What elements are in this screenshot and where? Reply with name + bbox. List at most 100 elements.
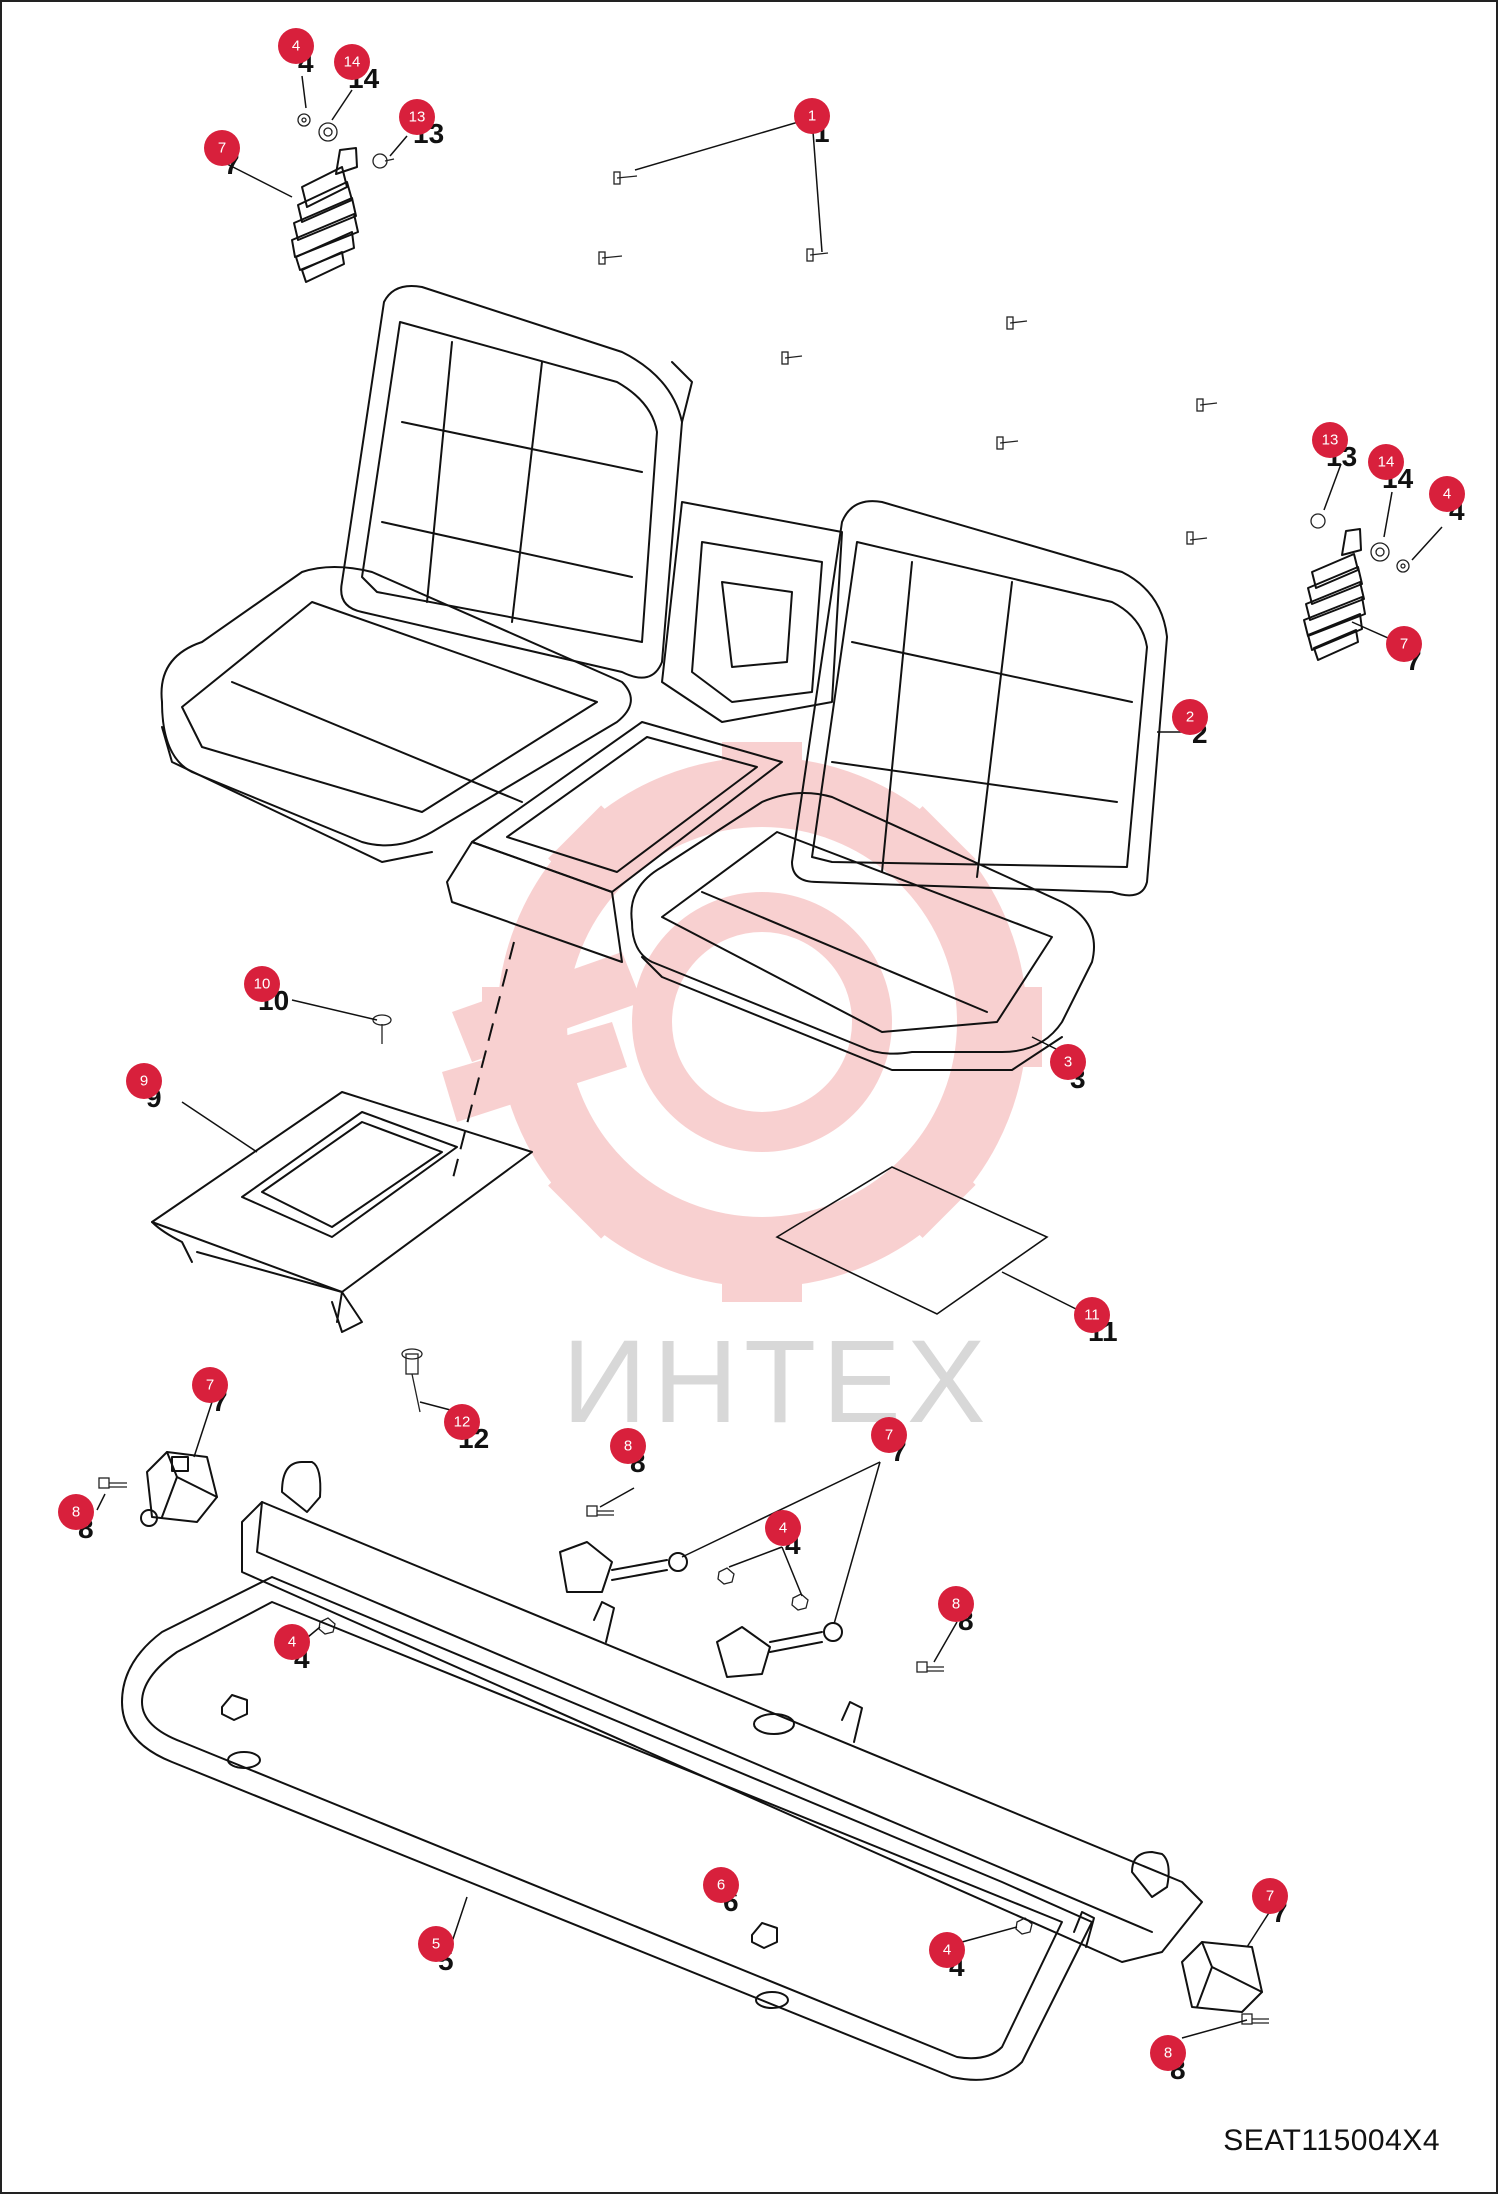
callout-c4-right: 44 bbox=[1429, 476, 1465, 526]
callout-marker bbox=[334, 44, 370, 80]
watermark-text: ИНТЕХ bbox=[562, 1316, 992, 1448]
callout-number: 14 bbox=[344, 54, 361, 71]
callout-c4-mid: 44 bbox=[765, 1510, 801, 1560]
callout-marker bbox=[871, 1417, 907, 1453]
storage-bin-item-9 bbox=[151, 1091, 533, 1333]
seat-frame-item-5 bbox=[121, 1461, 1203, 2081]
callout-number: 8 bbox=[624, 1438, 632, 1455]
drawing-code: SEAT115004X4 bbox=[1223, 2124, 1440, 2157]
callout-number: 4 bbox=[779, 1520, 787, 1537]
callout-number: 7 bbox=[206, 1377, 214, 1394]
seat-back-left bbox=[340, 285, 693, 679]
callout-marker bbox=[204, 130, 240, 166]
callout-marker bbox=[794, 98, 830, 134]
callout-marker bbox=[1312, 422, 1348, 458]
callout-marker bbox=[1050, 1044, 1086, 1080]
callout-marker bbox=[274, 1624, 310, 1660]
watermark-logo bbox=[442, 742, 1042, 1302]
callout-number: 4 bbox=[288, 1634, 296, 1651]
label-item-11 bbox=[775, 1166, 1049, 1315]
callout-number: 14 bbox=[1378, 454, 1395, 471]
callout-marker bbox=[1074, 1297, 1110, 1333]
callout-c5: 55 bbox=[418, 1926, 454, 1976]
callout-c3: 33 bbox=[1050, 1044, 1086, 1094]
callout-marker bbox=[1252, 1878, 1288, 1914]
screw-set-item-1 bbox=[598, 171, 1218, 545]
callout-c7-left: 77 bbox=[192, 1367, 228, 1417]
callout-c8-left: 88 bbox=[58, 1494, 94, 1544]
seat-cushion-left bbox=[160, 566, 632, 863]
callout-marker bbox=[703, 1867, 739, 1903]
callout-marker bbox=[58, 1494, 94, 1530]
callout-number: 5 bbox=[432, 1936, 440, 1953]
callout-number: 7 bbox=[885, 1427, 893, 1444]
belt-buckle-bottom-right bbox=[1181, 1941, 1263, 2013]
callout-number: 6 bbox=[717, 1877, 725, 1894]
callout-marker bbox=[1150, 2035, 1186, 2071]
center-console bbox=[661, 501, 843, 723]
callout-c7-right: 77 bbox=[1386, 626, 1422, 676]
seat-cushion-center bbox=[446, 721, 783, 963]
callout-c7-mid: 77 bbox=[871, 1417, 907, 1467]
callout-marker bbox=[126, 1063, 162, 1099]
callout-marker bbox=[610, 1428, 646, 1464]
callout-number: 4 bbox=[292, 38, 300, 55]
callout-number: 3 bbox=[1064, 1054, 1072, 1071]
callout-c9: 99 bbox=[126, 1063, 162, 1113]
callout-c8-right: 88 bbox=[938, 1586, 974, 1636]
callout-number: 1 bbox=[808, 108, 816, 125]
spring-assembly-right bbox=[1303, 513, 1410, 661]
callout-marker bbox=[1386, 626, 1422, 662]
callout-number: 11 bbox=[1084, 1307, 1100, 1324]
assembly-line bbox=[451, 941, 515, 1183]
callout-c1: 11 bbox=[794, 98, 830, 148]
callout-c8-bottom: 88 bbox=[1150, 2035, 1186, 2085]
seat-belt-mid-1 bbox=[559, 1541, 688, 1593]
callout-c6: 66 bbox=[703, 1867, 739, 1917]
callout-number: 7 bbox=[1266, 1888, 1274, 1905]
callout-number: 12 bbox=[454, 1414, 471, 1431]
leader-lines bbox=[96, 75, 1443, 2039]
callout-marker bbox=[1368, 444, 1404, 480]
callout-marker bbox=[244, 966, 280, 1002]
seat-back-right bbox=[791, 500, 1168, 897]
callout-marker bbox=[399, 99, 435, 135]
callout-marker bbox=[444, 1404, 480, 1440]
callout-marker bbox=[938, 1586, 974, 1622]
callout-marker bbox=[418, 1926, 454, 1962]
callout-number: 8 bbox=[1164, 2045, 1172, 2062]
callout-c8-mid: 88 bbox=[610, 1428, 646, 1478]
callout-number: 9 bbox=[140, 1073, 148, 1090]
callout-c4-left: 44 bbox=[274, 1624, 310, 1674]
callout-marker bbox=[929, 1932, 965, 1968]
callout-number: 13 bbox=[1322, 432, 1339, 449]
callout-number: 13 bbox=[409, 109, 426, 126]
callout-marker bbox=[765, 1510, 801, 1546]
callout-number: 7 bbox=[218, 140, 226, 157]
spring-assembly-top-left bbox=[291, 113, 395, 283]
screw-item-10 bbox=[372, 1014, 392, 1044]
callout-c7-top: 77 bbox=[204, 130, 240, 180]
callout-c2: 22 bbox=[1172, 699, 1208, 749]
callout-marker bbox=[278, 28, 314, 64]
callout-number: 8 bbox=[952, 1596, 960, 1613]
callout-number: 7 bbox=[1400, 636, 1408, 653]
callout-number: 2 bbox=[1186, 709, 1194, 726]
belt-buckle-left bbox=[140, 1451, 218, 1527]
callout-number: 10 bbox=[254, 976, 271, 993]
callout-marker bbox=[1172, 699, 1208, 735]
callout-number: 4 bbox=[1443, 486, 1451, 503]
rivet-item-12 bbox=[401, 1348, 423, 1413]
callout-c4-bottom: 44 bbox=[929, 1932, 965, 1982]
seat-cushion-right bbox=[630, 792, 1095, 1071]
callout-marker bbox=[192, 1367, 228, 1403]
